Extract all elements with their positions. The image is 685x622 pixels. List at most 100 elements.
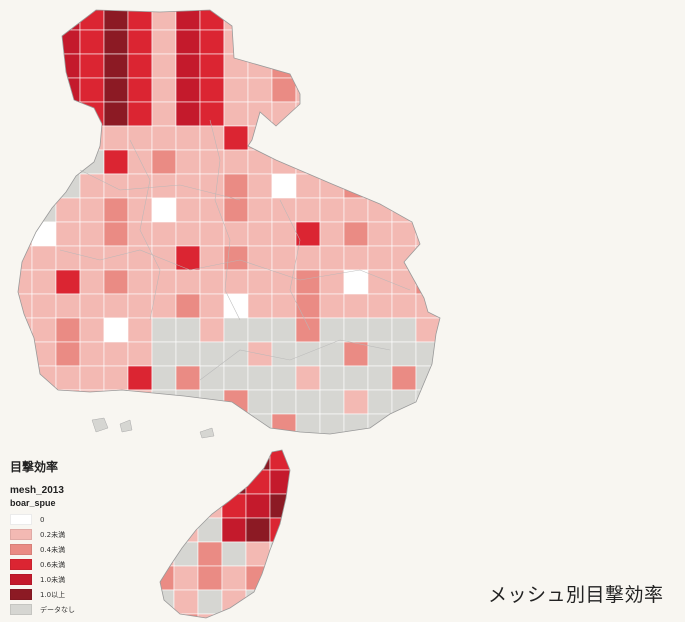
mesh-cell xyxy=(367,149,393,175)
mesh-cell xyxy=(367,245,393,271)
mesh-cell xyxy=(391,269,417,295)
mesh-cell xyxy=(343,77,369,103)
mesh-cell xyxy=(175,173,201,199)
mesh-cell xyxy=(295,10,321,31)
mesh-cell xyxy=(343,221,369,247)
mesh-cell xyxy=(79,101,105,127)
mesh-cell xyxy=(151,101,177,127)
mesh-cell xyxy=(367,365,393,391)
mesh-cell xyxy=(31,125,57,151)
mesh-cell xyxy=(320,438,344,462)
mesh-cell xyxy=(31,293,57,319)
mesh-cell xyxy=(221,517,247,543)
mesh-cell xyxy=(247,149,273,175)
mesh-cell xyxy=(173,493,199,519)
mesh-cell xyxy=(223,101,249,127)
mesh-cell xyxy=(197,565,223,591)
mesh-cell xyxy=(271,317,297,343)
mesh-cell xyxy=(127,221,153,247)
mesh-cell xyxy=(127,173,153,199)
mesh-cell xyxy=(415,197,440,223)
mesh-cell xyxy=(271,77,297,103)
mesh-cell xyxy=(127,413,153,434)
mesh-cell xyxy=(199,77,225,103)
mesh-cell xyxy=(199,341,225,367)
mesh-cell xyxy=(245,493,271,519)
mesh-cell xyxy=(223,269,249,295)
mesh-cell xyxy=(343,245,369,271)
mesh-cell xyxy=(173,450,199,471)
mesh-cell xyxy=(245,469,271,495)
mesh-cell xyxy=(391,53,417,79)
mesh-cell xyxy=(415,53,440,79)
mesh-cell xyxy=(415,10,440,31)
mesh-cell xyxy=(343,293,369,319)
mesh-cell xyxy=(319,77,345,103)
mesh-cell xyxy=(18,149,33,175)
mesh-cell xyxy=(343,317,369,343)
mesh-cell xyxy=(343,29,369,55)
mesh-cell xyxy=(391,101,417,127)
legend-row: 0.2未満 xyxy=(10,527,150,542)
mesh-cell xyxy=(439,173,440,199)
mesh-cell xyxy=(247,197,273,223)
mesh-cell xyxy=(391,221,417,247)
mesh-cell xyxy=(173,565,199,591)
mesh-cell xyxy=(415,173,440,199)
mesh-cell xyxy=(199,245,225,271)
mesh-cell xyxy=(415,149,440,175)
mesh-cell xyxy=(197,469,223,495)
mesh-cell xyxy=(439,53,440,79)
mesh-cell xyxy=(439,389,440,415)
mesh-cell xyxy=(151,365,177,391)
mesh-cell xyxy=(319,365,345,391)
mesh-cell xyxy=(151,341,177,367)
mesh-cell xyxy=(55,101,81,127)
mesh-cell xyxy=(18,10,33,31)
mesh-cell xyxy=(415,317,440,343)
mesh-cell xyxy=(79,317,105,343)
mesh-cell xyxy=(439,29,440,55)
mesh-cell xyxy=(224,438,248,462)
mesh-cell xyxy=(103,389,129,415)
mesh-cell xyxy=(151,149,177,175)
mesh-cell xyxy=(367,197,393,223)
legend-row: データなし xyxy=(10,602,150,617)
mesh-cell xyxy=(103,221,129,247)
mesh-cell xyxy=(127,10,153,31)
mesh-cell xyxy=(175,341,201,367)
mesh-cell xyxy=(173,589,199,615)
mesh-cell xyxy=(319,389,345,415)
mesh-cell xyxy=(439,293,440,319)
mesh-cell xyxy=(160,493,175,519)
mesh-cell xyxy=(175,293,201,319)
mesh-cell xyxy=(103,197,129,223)
legend-label: 1.0未満 xyxy=(40,575,66,584)
mesh-cell xyxy=(367,317,393,343)
mesh-cell xyxy=(223,293,249,319)
legend-label: 1.0以上 xyxy=(40,590,66,599)
mesh-cell xyxy=(79,389,105,415)
mesh-cell xyxy=(223,125,249,151)
mesh-cell xyxy=(18,413,33,434)
mesh-cell xyxy=(247,10,273,31)
mesh-cell xyxy=(55,317,81,343)
mesh-cell xyxy=(127,197,153,223)
mesh-cell xyxy=(103,101,129,127)
mesh-cell xyxy=(127,365,153,391)
mesh-cell xyxy=(319,317,345,343)
mesh-cell xyxy=(175,413,201,434)
mesh-cell xyxy=(247,389,273,415)
mesh-cell xyxy=(271,125,297,151)
mesh-cell xyxy=(223,29,249,55)
mesh-cell xyxy=(391,365,417,391)
mesh-cell xyxy=(391,149,417,175)
mesh-cell xyxy=(55,149,81,175)
mesh-cell xyxy=(223,341,249,367)
mesh-cell xyxy=(247,269,273,295)
mesh-cell xyxy=(151,317,177,343)
mesh-cell xyxy=(79,29,105,55)
mesh-cell xyxy=(269,613,290,618)
mesh-cell xyxy=(199,293,225,319)
